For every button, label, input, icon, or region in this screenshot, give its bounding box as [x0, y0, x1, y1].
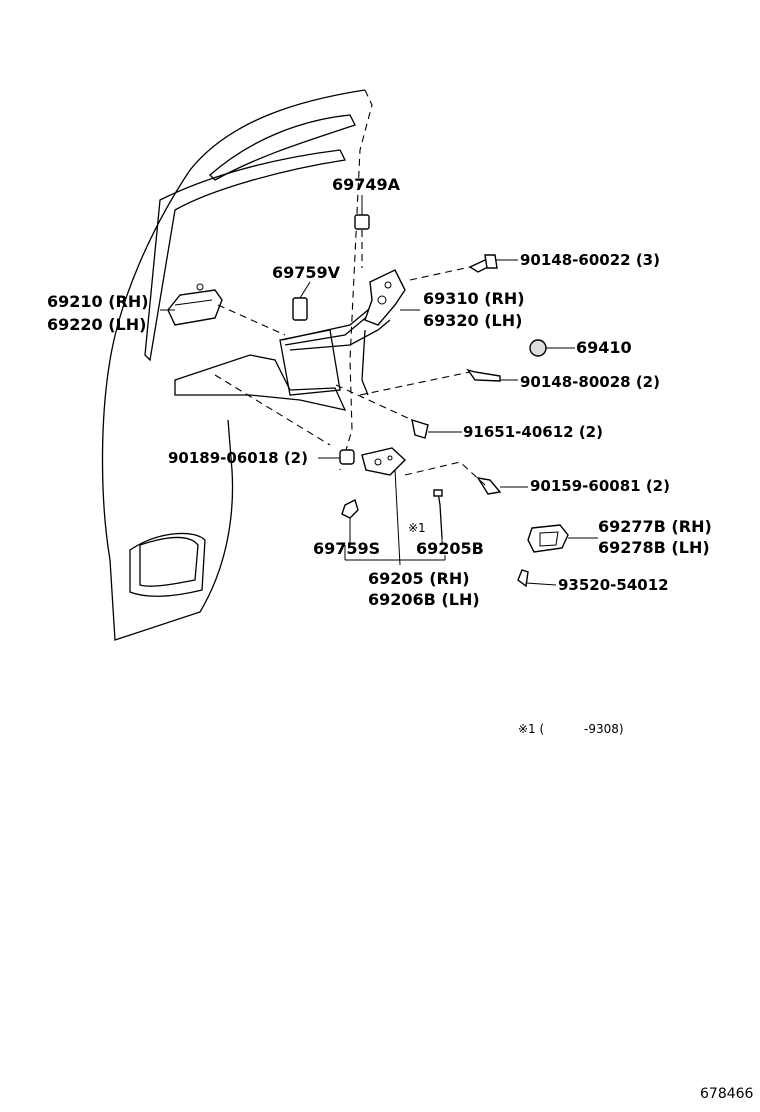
label-69759V: 69759V: [272, 263, 341, 282]
footnote-range: -9308): [584, 722, 624, 736]
label-69749A: 69749A: [332, 175, 401, 194]
nut-90189-06018: [339, 449, 355, 465]
label-90189-06018: 90189-06018 (2): [168, 449, 308, 467]
label-93520-54012: 93520-54012: [558, 576, 669, 594]
label-69210: 69210 (RH): [47, 292, 149, 311]
label-mark1: ※1: [408, 521, 426, 535]
bolt-90148-60022: [468, 254, 498, 273]
label-69759S: 69759S: [313, 539, 380, 558]
label-69310: 69310 (RH): [423, 289, 525, 308]
screw-90159-60081: [476, 477, 502, 495]
outside-handle: [167, 283, 223, 326]
label-69205: 69205 (RH): [368, 569, 470, 588]
label-90148-80028: 90148-80028 (2): [520, 373, 660, 391]
lock-rod-assembly: [281, 269, 406, 396]
diagram-id: 678466: [700, 1086, 754, 1102]
label-69277B: 69277B (RH): [598, 517, 712, 536]
lock-assembly-69205: [361, 447, 407, 476]
label-69220: 69220 (LH): [47, 315, 146, 334]
inside-handle-69277B: [527, 524, 569, 553]
label-90159-60081: 90159-60081 (2): [530, 477, 670, 495]
clip-69759V: [292, 297, 308, 321]
alignment-lines: [214, 230, 486, 486]
clip-69749A: [354, 214, 370, 230]
screw-91651-40612: [411, 418, 429, 439]
bushing-69410: [529, 339, 547, 357]
label-69410: 69410: [576, 338, 632, 357]
label-69320: 69320 (LH): [423, 311, 522, 330]
leader-lines: [160, 195, 598, 586]
pin-69205B: [433, 489, 443, 539]
spring-69759S: [341, 499, 359, 519]
footnote-mark: ※1 (: [518, 722, 544, 736]
label-69205B: 69205B: [416, 539, 484, 558]
label-90148-60022: 90148-60022 (3): [520, 251, 660, 269]
label-69206B: 69206B (LH): [368, 590, 480, 609]
label-91651-40612: 91651-40612 (2): [463, 423, 603, 441]
label-69278B: 69278B (LH): [598, 538, 710, 557]
screw-93520-54012: [517, 569, 529, 588]
bolt-90148-80028: [466, 368, 501, 382]
